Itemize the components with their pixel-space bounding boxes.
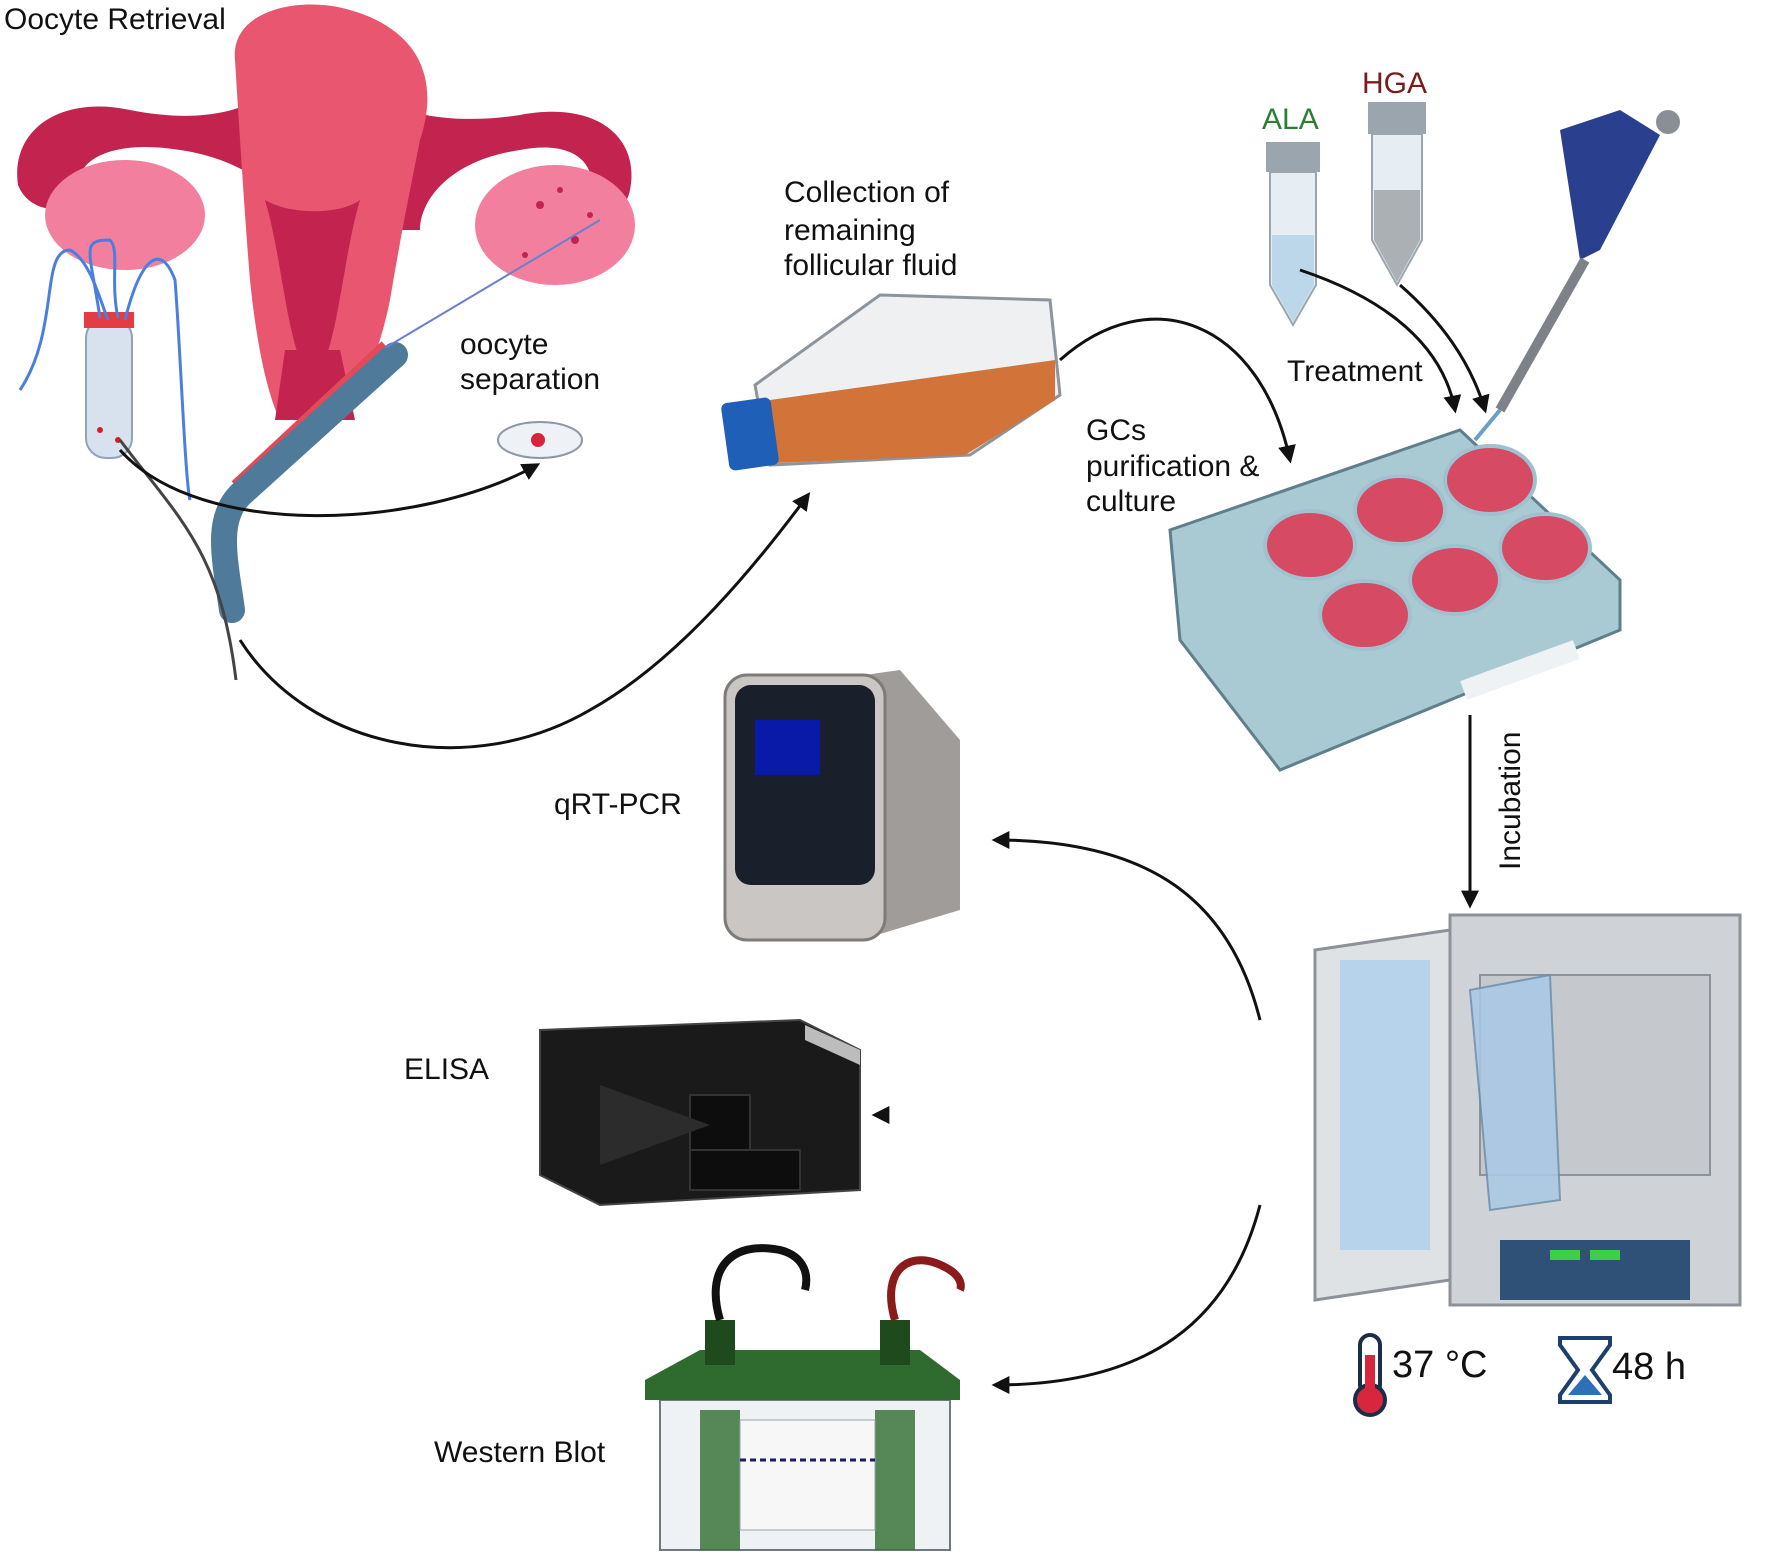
left-ovary bbox=[45, 160, 205, 270]
hga-tube bbox=[1368, 102, 1426, 288]
arrow-to-well-plate bbox=[1059, 317, 1296, 464]
arrow-to-flask bbox=[238, 492, 811, 750]
collection-tube bbox=[85, 317, 133, 459]
thermometer-icon bbox=[1353, 1333, 1387, 1417]
collection-label-line1: Collection of bbox=[784, 176, 950, 209]
right-ovary bbox=[475, 165, 635, 285]
collection-label-line2: remaining bbox=[784, 214, 916, 247]
incubator bbox=[1313, 913, 1742, 1307]
oocyte-separation-label-line2: separation bbox=[460, 363, 601, 396]
western-blot-tank bbox=[645, 1244, 965, 1551]
hourglass-icon bbox=[1558, 1336, 1612, 1404]
gcs-label-line1: GCs bbox=[1086, 414, 1146, 447]
pipette bbox=[1473, 110, 1680, 442]
ala-tube bbox=[1266, 142, 1320, 328]
arrow-from-hga bbox=[1399, 283, 1490, 414]
western-blot-label: Western Blot bbox=[434, 1436, 606, 1469]
arrow-to-qrt-pcr bbox=[991, 831, 1262, 1021]
elisa-label: ELISA bbox=[404, 1053, 490, 1086]
gcs-label-line3: culture bbox=[1086, 485, 1177, 518]
culture-flask bbox=[721, 293, 1062, 471]
qrt-pcr-label: qRT-PCR bbox=[554, 788, 682, 821]
collection-label-line3: follicular fluid bbox=[784, 249, 958, 282]
uterus-illustration bbox=[17, 4, 635, 681]
oocyte-retrieval-label: Oocyte Retrieval bbox=[4, 3, 226, 36]
arrow-to-western-blot bbox=[991, 1204, 1262, 1394]
qrt-pcr-machine bbox=[723, 670, 960, 942]
temperature-label: 37 °C bbox=[1392, 1344, 1488, 1386]
arrow-from-ala bbox=[1299, 268, 1462, 414]
elisa-reader bbox=[539, 1018, 861, 1207]
ala-label: ALA bbox=[1262, 103, 1319, 136]
duration-label: 48 h bbox=[1612, 1346, 1686, 1388]
gcs-label-line2: purification & bbox=[1086, 450, 1260, 483]
incubation-label: Incubation bbox=[1494, 731, 1527, 870]
arrow-to-oocyte-separation bbox=[118, 449, 541, 518]
hga-label: HGA bbox=[1362, 67, 1428, 100]
arrows bbox=[118, 268, 1490, 1394]
oocyte-separation-label-line1: oocyte bbox=[460, 328, 549, 361]
well-plate bbox=[1168, 428, 1622, 772]
treatment-label: Treatment bbox=[1287, 355, 1423, 388]
